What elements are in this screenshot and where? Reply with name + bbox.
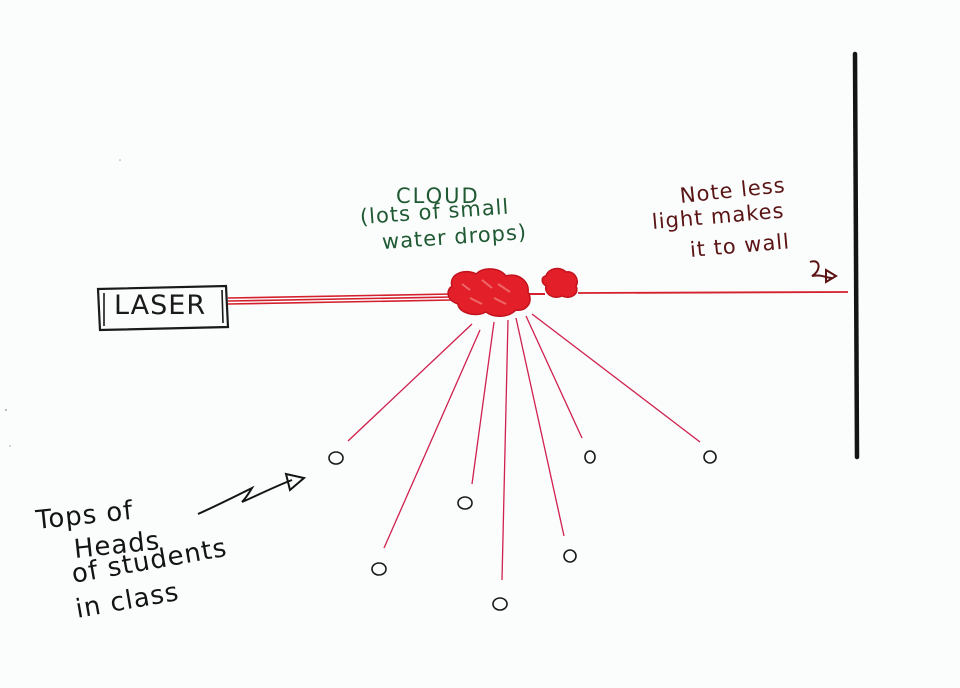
cloud-blob <box>447 268 531 317</box>
head-circle-icon <box>563 549 577 563</box>
head-circle-icon <box>371 562 387 576</box>
head-circle-icon <box>457 496 473 510</box>
head-circle-icon <box>328 451 344 465</box>
scattered-rays <box>347 313 701 581</box>
head-circle-icon <box>703 450 717 464</box>
laser-beam <box>227 293 453 305</box>
paper-specks <box>5 159 121 447</box>
wall <box>852 51 860 460</box>
laser-box <box>96 284 230 332</box>
cloud-blob-small <box>541 267 578 298</box>
head-circle-icon <box>584 450 596 464</box>
arrow-to-wall-icon <box>809 260 838 284</box>
transmitted-beam <box>528 291 849 295</box>
arrow-to-heads-icon <box>197 472 307 515</box>
student-heads <box>328 450 717 611</box>
head-circle-icon <box>492 597 508 611</box>
laser-label: LASER <box>114 290 207 321</box>
cloud-title: CLOUD <box>396 184 480 208</box>
